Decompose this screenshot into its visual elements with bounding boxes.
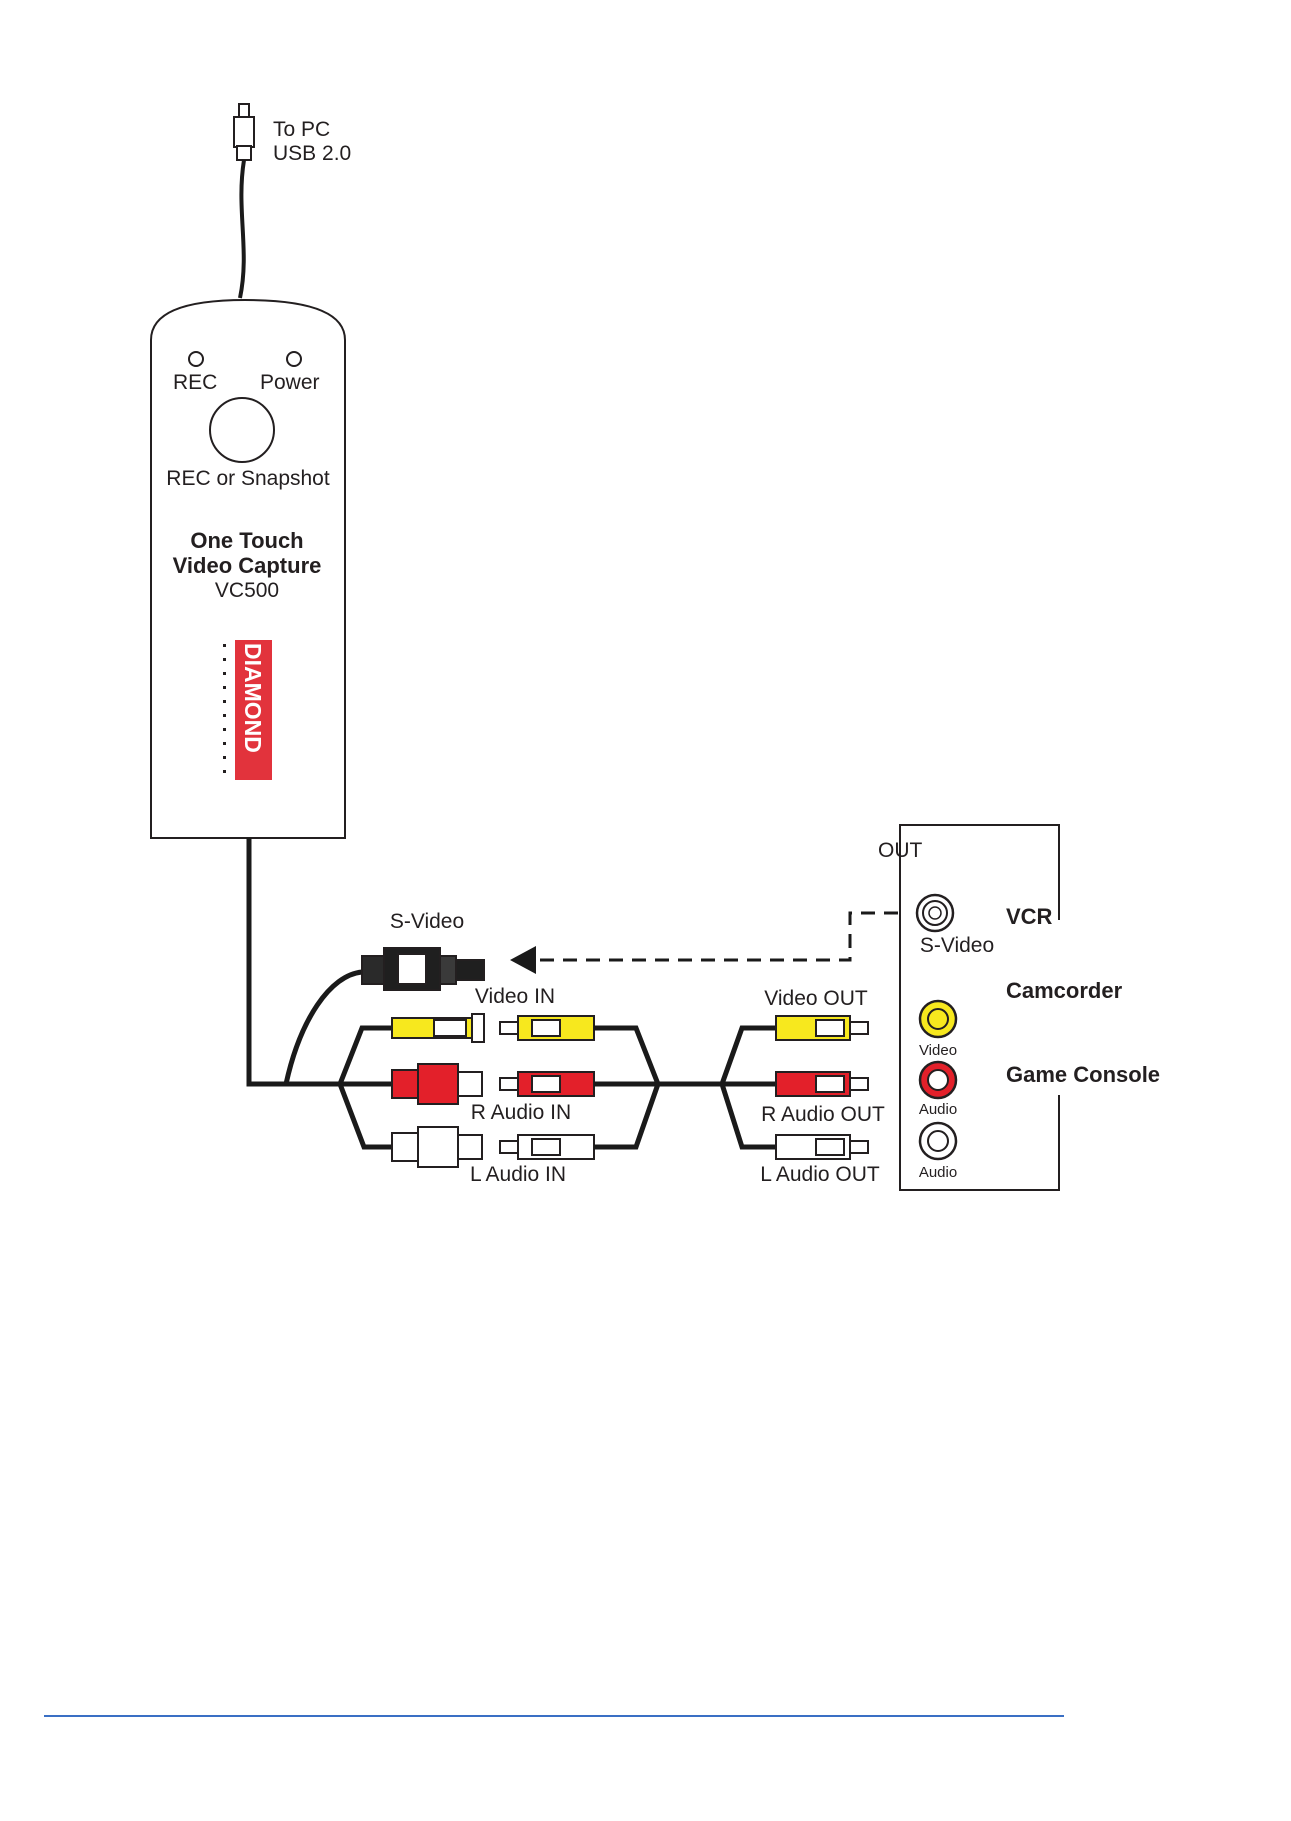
r-audio-in-plug	[392, 1064, 482, 1104]
device-name-line2: Video Capture	[173, 553, 322, 578]
device-name-line1: One Touch	[190, 528, 303, 553]
power-led-label: Power	[260, 371, 320, 394]
r-audio-out-label: R Audio OUT	[761, 1103, 885, 1126]
r-audio-out-plug	[776, 1072, 868, 1096]
r-audio-cable-left-plug	[500, 1072, 594, 1096]
source-game-console-label: Game Console	[1006, 1062, 1160, 1087]
l-audio-in-label: L Audio IN	[470, 1163, 566, 1186]
panel-out-label: OUT	[878, 839, 923, 862]
device-model: VC500	[215, 579, 279, 602]
l-audio-out-plug	[776, 1135, 868, 1159]
panel-svideo-label: S-Video	[920, 934, 994, 957]
power-led-icon	[287, 352, 301, 366]
main-cable	[249, 838, 392, 1147]
rec-led-icon	[189, 352, 203, 366]
svideo-jack-icon	[917, 895, 953, 931]
arrow-left-icon	[510, 946, 536, 974]
l-audio-jack-icon	[920, 1123, 956, 1159]
r-audio-jack-icon	[920, 1062, 956, 1098]
svideo-in-label: S-Video	[390, 910, 464, 933]
l-audio-cable-left-plug	[500, 1135, 594, 1159]
panel-audio-l-label: Audio	[919, 1164, 957, 1181]
usb-cable	[240, 160, 244, 298]
rec-snapshot-label: REC or Snapshot	[166, 467, 330, 490]
video-out-label: Video OUT	[764, 987, 868, 1010]
rec-snapshot-button[interactable]	[210, 398, 274, 462]
usb-label-to-pc: To PC	[273, 118, 330, 141]
l-audio-in-plug	[392, 1127, 482, 1167]
video-out-plug	[776, 1016, 868, 1040]
l-audio-out-label: L Audio OUT	[760, 1163, 880, 1186]
rca-cable-bundle	[594, 1028, 776, 1147]
footer-rule	[44, 1715, 1064, 1717]
svideo-dashed-link	[540, 913, 898, 960]
brand-logo-text: DIAMOND	[240, 643, 266, 753]
usb-label-usb: USB 2.0	[273, 142, 351, 165]
panel-audio-r-label: Audio	[919, 1101, 957, 1118]
usb-plug	[234, 104, 254, 160]
source-camcorder-label: Camcorder	[1006, 978, 1123, 1003]
video-jack-icon	[920, 1001, 956, 1037]
source-vcr-label: VCR	[1006, 904, 1053, 929]
r-audio-in-label: R Audio IN	[471, 1101, 571, 1124]
video-in-plug	[392, 1014, 484, 1042]
video-in-label: Video IN	[475, 985, 555, 1008]
rec-led-label: REC	[173, 371, 217, 394]
video-cable-left-plug	[500, 1016, 594, 1040]
svideo-plug	[362, 948, 484, 990]
panel-video-label: Video	[919, 1042, 957, 1059]
